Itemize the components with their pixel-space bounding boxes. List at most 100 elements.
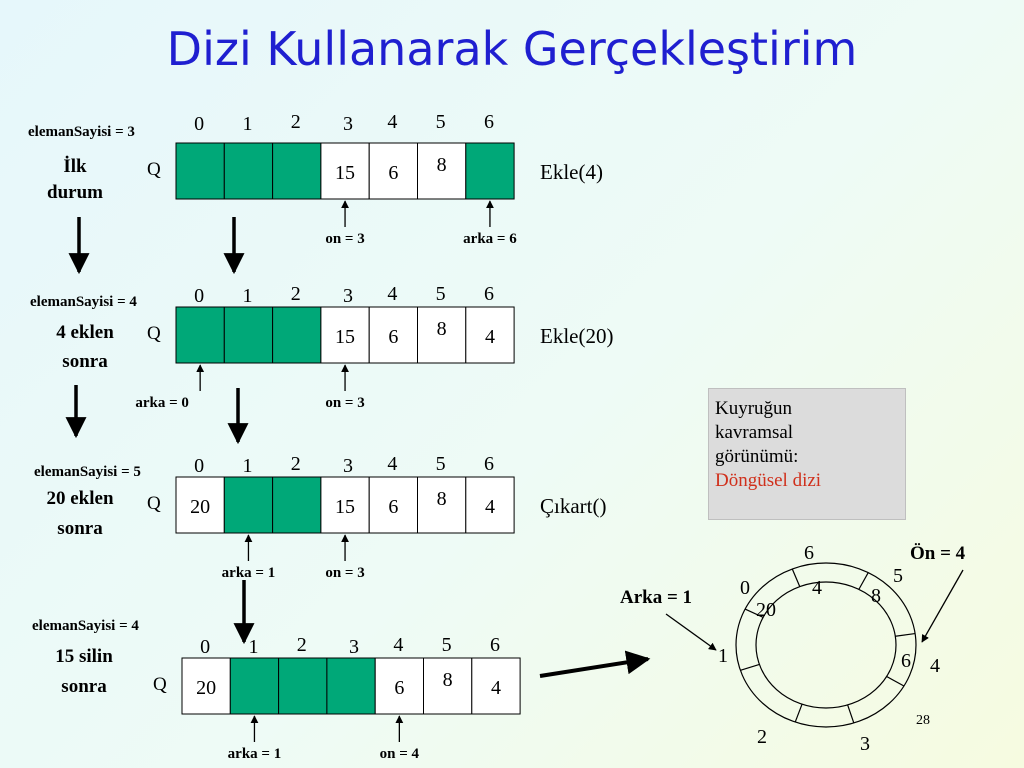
state-caption: sonra [62, 351, 108, 372]
array-cell [465, 306, 515, 364]
ring-divider [858, 572, 869, 590]
ring-outer [735, 562, 917, 728]
pointer-label: on = 3 [325, 231, 364, 247]
ring-divider [895, 632, 916, 637]
cell-value: 8 [437, 154, 447, 176]
cell-value: 6 [394, 677, 404, 699]
ring-index-label: 3 [860, 733, 870, 755]
ring-index-label: 0 [740, 577, 750, 599]
index-label: 5 [436, 111, 446, 133]
pointer-label: arka = 1 [228, 746, 282, 762]
array-cell [417, 142, 467, 200]
pointer-label: on = 3 [325, 565, 364, 581]
element-count: elemanSayisi = 5 [34, 464, 141, 480]
array-cell [175, 476, 225, 534]
ring-divider [744, 608, 764, 618]
index-label: 2 [291, 111, 301, 133]
index-label: 2 [291, 283, 301, 305]
array-cell [417, 306, 467, 364]
ring-index-label: 1 [718, 645, 728, 667]
ring-inner [755, 581, 897, 709]
array-cell [465, 142, 515, 200]
cell-value: 15 [335, 496, 355, 518]
queue-label: Q [147, 159, 161, 180]
array-cell [223, 142, 274, 200]
array-cell [175, 306, 225, 364]
array-cell [272, 306, 322, 364]
pointer-label: on = 3 [325, 395, 364, 411]
info-highlight: Döngüsel dizi [715, 470, 822, 491]
state-caption: sonra [57, 518, 103, 539]
ring-divider [794, 703, 803, 723]
cell-value: 8 [437, 488, 447, 510]
ring-value: 6 [901, 650, 911, 672]
index-label: 6 [484, 283, 494, 305]
cell-value: 8 [443, 669, 453, 691]
pointer-label: arka = 1 [222, 565, 276, 581]
index-label: 2 [297, 634, 307, 656]
cell-value: 20 [196, 677, 216, 699]
index-label: 4 [387, 283, 397, 305]
cell-value: 4 [485, 496, 495, 518]
on-label: Ön = 4 [910, 543, 966, 564]
array-cell [223, 476, 274, 534]
page-number: 28 [916, 713, 930, 728]
arka-arrow [665, 613, 717, 651]
index-label: 1 [248, 636, 258, 658]
ring-index-label: 2 [757, 726, 767, 748]
index-label: 3 [343, 285, 353, 307]
index-label: 6 [484, 453, 494, 475]
index-label: 4 [393, 634, 403, 656]
operation-label: Ekle(4) [540, 160, 603, 184]
arka-label: Arka = 1 [620, 587, 692, 608]
ring-value: 20 [756, 599, 776, 621]
state-caption: 4 eklen [56, 322, 114, 343]
index-label: 6 [484, 111, 494, 133]
array-cell [272, 476, 322, 534]
state-caption: sonra [61, 676, 107, 697]
cell-value: 6 [388, 496, 398, 518]
array-cell [465, 476, 515, 534]
state-caption: 20 eklen [46, 488, 113, 509]
cell-value: 15 [335, 326, 355, 348]
cell-value: 4 [485, 326, 495, 348]
index-label: 5 [436, 283, 446, 305]
ring-value: 8 [871, 585, 881, 607]
cell-value: 15 [335, 162, 355, 184]
index-label: 3 [343, 113, 353, 135]
array-cell [368, 476, 419, 534]
array-cell [368, 306, 419, 364]
element-count: elemanSayisi = 4 [32, 618, 139, 634]
index-label: 3 [349, 636, 359, 658]
pointer-label: on = 4 [380, 746, 420, 762]
index-label: 1 [242, 455, 252, 477]
ring-index-label: 5 [893, 565, 903, 587]
array-cell [223, 306, 274, 364]
cell-value: 6 [388, 162, 398, 184]
cell-value: 8 [437, 318, 447, 340]
flow-arrow [539, 650, 651, 678]
queue-label: Q [147, 493, 161, 514]
array-cell [272, 142, 322, 200]
concept-info-box: Kuyruğun kavramsal görünümü: Döngüsel di… [708, 388, 906, 520]
queue-label: Q [153, 674, 167, 695]
index-label: 0 [194, 285, 204, 307]
info-line-3: görünümü: [715, 446, 799, 467]
page-title: Dizi Kullanarak Gerçekleştirim [166, 22, 858, 76]
operation-label: Çıkart() [540, 494, 606, 518]
on-arrow [921, 569, 964, 643]
state-caption: 15 silin [55, 646, 113, 667]
index-label: 4 [387, 111, 397, 133]
info-line-1: Kuyruğun [715, 398, 793, 419]
index-label: 0 [200, 636, 210, 658]
array-cell [326, 657, 376, 715]
index-label: 6 [490, 634, 500, 656]
index-label: 0 [194, 113, 204, 135]
ring-divider [740, 663, 760, 671]
index-label: 4 [387, 453, 397, 475]
